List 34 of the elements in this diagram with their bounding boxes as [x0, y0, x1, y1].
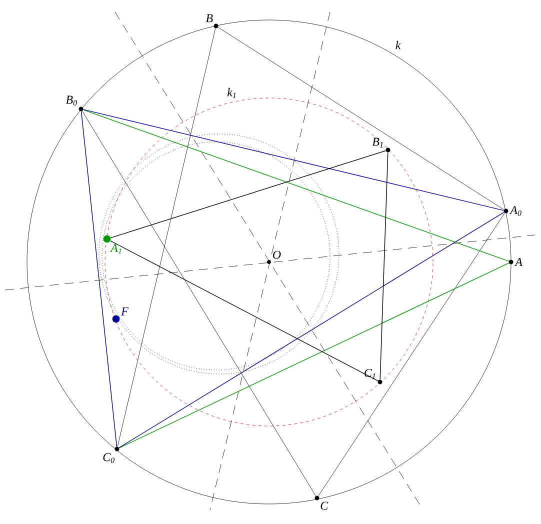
node-label: C	[320, 502, 328, 510]
point: C$_{0}$	[103, 446, 120, 463]
line-segment	[318, 212, 505, 496]
point: C	[314, 496, 328, 510]
line-segment	[83, 109, 504, 211]
point: A	[508, 258, 523, 266]
line-segment	[110, 240, 378, 382]
line-segment	[218, 27, 504, 210]
node-label: C$_{0}$	[103, 453, 114, 463]
node-label: O	[272, 250, 281, 259]
point: B$_{1}$	[372, 138, 390, 152]
point: A$_{1}$	[103, 235, 122, 254]
line-segment	[82, 110, 316, 496]
node-label: B$_{1}$	[372, 138, 383, 148]
node-label: A$_{1}$	[110, 244, 122, 254]
point: F	[112, 308, 128, 323]
point: B	[206, 14, 218, 28]
point: O	[267, 250, 281, 264]
line-segment	[380, 152, 388, 380]
line-segment	[117, 28, 216, 447]
circle-label: k	[396, 40, 401, 50]
line-segment	[118, 262, 510, 448]
node-label: B$_{0}$	[66, 96, 77, 106]
node-label: B	[206, 14, 213, 22]
point: B$_{0}$	[66, 96, 84, 112]
line-segment	[82, 109, 510, 262]
point: A$_{0}$	[504, 206, 522, 216]
circle-label: k$_{1}$	[227, 88, 236, 98]
node-label: F	[121, 307, 128, 316]
node-label: A$_{0}$	[510, 206, 522, 216]
line-segment	[110, 150, 386, 238]
node-label: A	[514, 258, 523, 266]
line-segment	[118, 212, 504, 448]
line-segment	[80, 111, 118, 447]
